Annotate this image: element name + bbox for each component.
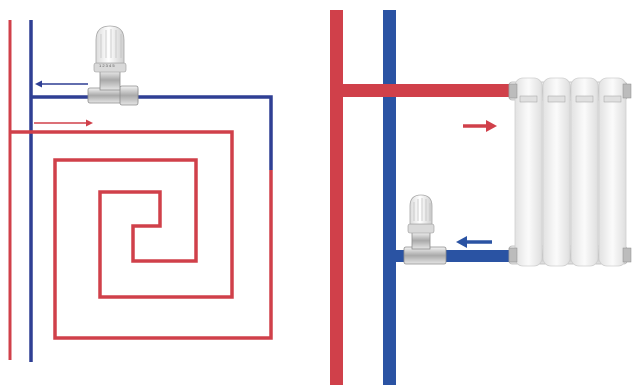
floor-loop-spiral [10, 130, 273, 340]
supply-branch-pipe [343, 84, 513, 97]
radiator-section [542, 77, 571, 267]
thermostatic-valve-left: 1 2 3 4 5 [87, 25, 139, 106]
supply-arrow [34, 119, 93, 127]
radiator-section [570, 77, 599, 267]
supply-riser-pipe-right [330, 10, 343, 385]
radiator-connection [330, 10, 632, 385]
return-arrow [35, 80, 88, 88]
radiator-section [598, 77, 627, 267]
supply-arrow-right [463, 120, 497, 132]
thermostatic-valve-right [403, 194, 447, 265]
radiator [508, 77, 632, 267]
return-riser-pipe-right [383, 10, 396, 385]
radiator-section [514, 77, 543, 267]
return-arrow-right [456, 236, 492, 248]
svg-text:1 2 3 4 5: 1 2 3 4 5 [99, 63, 115, 68]
underfloor-heating-loop: 1 2 3 4 5 [8, 20, 273, 362]
